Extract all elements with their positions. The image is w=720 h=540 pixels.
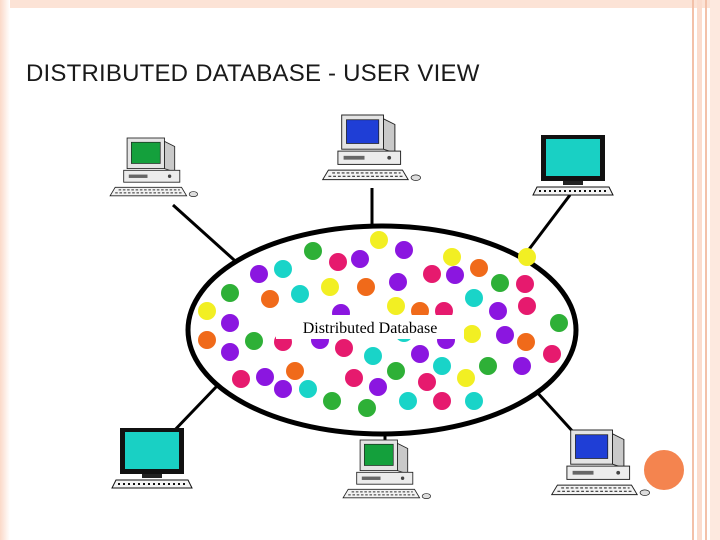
right-border-line-2 — [697, 0, 702, 540]
right-border-line-1 — [692, 0, 694, 540]
left-border — [0, 0, 10, 540]
computer-bottom-left-icon — [111, 428, 193, 489]
slide-title: DISTRIBUTED DATABASE - USER VIEW — [26, 60, 480, 87]
top-border — [0, 0, 720, 8]
distributed-database-label: Distributed Database — [303, 320, 438, 337]
computer-top-right-icon — [532, 135, 614, 196]
accent-circle — [640, 446, 688, 494]
computer-bottom-right-icon — [550, 429, 650, 496]
computer-top-left-icon — [109, 137, 198, 197]
right-border-band — [710, 0, 720, 540]
label-backing — [276, 315, 464, 339]
computer-top-center-icon — [321, 114, 421, 181]
data-dots — [198, 231, 568, 417]
computer-bottom-center-icon — [342, 439, 431, 499]
right-border-line-3 — [705, 0, 707, 540]
